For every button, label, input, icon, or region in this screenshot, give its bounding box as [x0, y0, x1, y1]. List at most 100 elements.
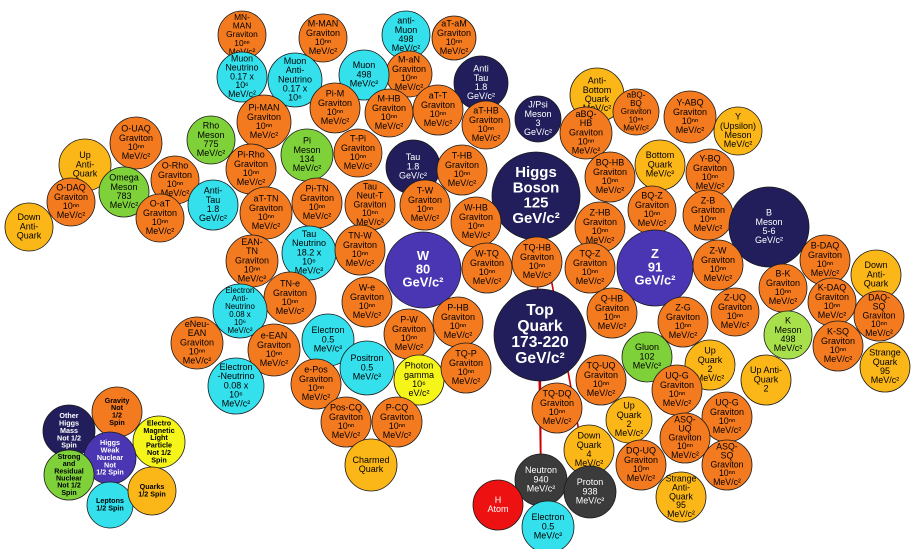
node-omega-meson[interactable]: OmegaMeson783MeV/c²	[98, 166, 150, 218]
node-tq-uq[interactable]: TQ-UQGraviton10ⁿⁿMeV/c²	[575, 354, 627, 406]
node-rho-meson[interactable]: RhoMeson775MeV/c²	[186, 115, 236, 165]
node-jpsi-meson[interactable]: J/PsiMeson3GeV/c²	[514, 95, 562, 143]
node-daq-sq[interactable]: DAQ-SQGraviton10ⁿⁿMeV/c²	[853, 290, 905, 342]
node-tn-w[interactable]: TN-WGraviton10ⁿⁿMeV/c²	[334, 224, 386, 276]
node-w-e[interactable]: W-eGraviton10ⁿⁿMeV/c²	[341, 276, 393, 328]
node-pi-rho[interactable]: Pi-RhoGraviton10ⁿⁿMeV/c²	[225, 143, 277, 195]
legend-leg-other-higgs[interactable]: OtherHiggsMassNot 1/2Spin	[42, 404, 96, 458]
node-muon-neutrino[interactable]: MuonNeutrino0.17 x10⁶MeV/c²	[216, 51, 268, 103]
node-abq-hb[interactable]: aBQ-HBGraviton10ⁿⁿMeV/c²	[559, 106, 613, 160]
node-eneu-ean[interactable]: eNeu-EANGraviton10ⁿⁿMeV/c²	[170, 316, 224, 370]
node-e-ean[interactable]: e-EANGraviton10ⁿⁿMeV/c²	[247, 323, 301, 377]
legend-leg-higgs-weak[interactable]: HiggsWeakNuclearNot1/2 Spin	[83, 431, 137, 485]
node-w-boson[interactable]: W80GeV/c²	[384, 231, 462, 309]
node-at-t[interactable]: aT-TGraviton10ⁿⁿMeV/c²	[412, 84, 464, 136]
node-muon-anti-neutrino[interactable]: MuonAnti-Neutrino0.17 x10⁶	[267, 52, 323, 108]
node-pi-man[interactable]: Pi-MANGraviton10ⁿⁿMeV/c²	[236, 94, 292, 150]
node-e-pos[interactable]: e-PosGraviton10ⁿⁿMeV/c²	[290, 358, 342, 410]
node-tq-z[interactable]: TQ-ZGraviton10ⁿⁿMeV/c²	[564, 242, 616, 294]
node-bq-hb[interactable]: BQ-HBGraviton10ⁿⁿMeV/c²	[584, 151, 636, 203]
node-tau-neutrino[interactable]: TauNeutrino18.2 x10⁶MeV/c²	[281, 225, 337, 281]
node-z-b[interactable]: Z-BGraviton10ⁿⁿMeV/c²	[682, 189, 734, 241]
node-electron-mid[interactable]: Electron0.5MeV/c²	[301, 313, 355, 367]
node-abq-bq[interactable]: aBQ-BQGraviton10ⁿⁿMeV/c²	[612, 88, 660, 136]
node-t-pi[interactable]: T-PiGraviton10ⁿⁿMeV/c²	[333, 128, 383, 178]
node-electron-neutrino[interactable]: Electron-Neutrino0.08 x10⁶MeV/c²	[207, 357, 265, 415]
node-q-hb[interactable]: Q-HBGraviton10ⁿⁿMeV/c²	[586, 287, 638, 339]
node-down-anti-quark-right[interactable]: DownAnti-Quark	[850, 249, 902, 301]
legend-leg-strong[interactable]: StrongandResidualNuclearNot 1/2Spin	[43, 449, 95, 501]
node-k-sq[interactable]: K-SQGraviton10ⁿⁿMeV/c²	[812, 320, 864, 372]
node-tq-dq[interactable]: TQ-DQGraviton10ⁿⁿMeV/c²	[531, 382, 583, 434]
node-z-g[interactable]: Z-GGraviton10ⁿⁿMeV/c²	[657, 296, 709, 348]
legend-leg-gravity[interactable]: GravityNot1/2Spin	[91, 386, 143, 438]
node-uq-g[interactable]: UQ-GGraviton10ⁿⁿMeV/c²	[651, 364, 703, 416]
node-strange-quark[interactable]: StrangeQuark95MeV/c²	[859, 341, 911, 393]
node-to-hb[interactable]: TQ-HBGraviton10ⁿⁿMeV/c²	[511, 236, 563, 288]
node-o-uaq[interactable]: O-UAQGraviton10ⁿⁿMeV/c²	[109, 116, 163, 170]
node-o-daq[interactable]: O-DAQGraviton10ⁿⁿMeV/c²	[46, 177, 96, 227]
node-p-cq[interactable]: P-CQGraviton10ⁿⁿMeV/c²	[371, 396, 423, 448]
node-b-meson[interactable]: BMeson5-6GeV/c²	[728, 186, 810, 268]
node-pi-meson[interactable]: PiMeson134MeV/c²	[280, 128, 334, 182]
node-down-quark[interactable]: DownQuark4MeV/c²	[563, 424, 615, 476]
node-tq-p[interactable]: TQ-PGraviton10ⁿⁿMeV/c²	[440, 342, 492, 394]
node-o-rho[interactable]: O-RhoGraviton10ⁿⁿMeV/c²	[150, 155, 200, 205]
node-photon[interactable]: Photongamma10⁶eV/c²	[393, 354, 445, 406]
node-m-an[interactable]: M-aNGraviton10ⁿⁿMeV/c²	[385, 50, 433, 98]
node-pi-tn[interactable]: Pi-TNGraviton10ⁿⁿMeV/c²	[291, 177, 343, 229]
node-bottom-quark[interactable]: BottomQuarkMeV/c²	[634, 139, 686, 191]
node-gluon[interactable]: Gluon102MeV/c²	[621, 331, 673, 383]
node-muon[interactable]: Muon498MeV/c²	[338, 49, 390, 101]
node-asq-sq[interactable]: ASQ-SQGraviton10ⁿⁿMeV/c²	[701, 439, 753, 491]
legend-leg-em-light[interactable]: ElectroMagneticLightParticleNot 1/2Spin	[132, 415, 186, 469]
node-mn-man[interactable]: MN-MANGraviton10ⁿⁿMeV/c²	[217, 10, 267, 60]
node-w-tq[interactable]: W-TQGraviton10ⁿⁿMeV/c²	[461, 242, 513, 294]
node-at-am[interactable]: aT-aMGraviton10ⁿⁿMeV/c²	[431, 15, 477, 61]
node-positron[interactable]: Positron0.5MeV/c²	[339, 340, 395, 396]
node-proton[interactable]: Proton938MeV/c²	[563, 465, 617, 519]
node-k-daq[interactable]: K-DAQGraviton10ⁿⁿMeV/c²	[807, 277, 857, 327]
node-y-abq[interactable]: Y-ABQGraviton10ⁿⁿMeV/c²	[663, 90, 717, 144]
node-m-hb[interactable]: M-HBGraviton10ⁿⁿMeV/c²	[364, 88, 414, 138]
node-p-hb[interactable]: P-HBGraviton10ⁿⁿMeV/c²	[432, 296, 484, 348]
node-z-boson[interactable]: Z91GeV/c²	[616, 229, 694, 307]
node-down-anti-quark-left[interactable]: DownAnti-Quark	[4, 202, 54, 252]
node-m-man[interactable]: M-MANGraviton10ⁿⁿMeV/c²	[298, 13, 348, 63]
node-ean-tn[interactable]: EAN-TNGraviton10ⁿⁿMeV/c²	[225, 234, 279, 288]
legend-leg-leptons[interactable]: Leptons1/2 Spin	[86, 481, 134, 529]
node-tn-e[interactable]: TN-eGraviton10ⁿⁿMeV/c²	[263, 271, 317, 325]
node-z-uq[interactable]: Z-UQGraviton10ⁿⁿMeV/c²	[710, 287, 760, 337]
node-pi-m[interactable]: Pi-MGraviton10ⁿⁿMeV/c²	[309, 82, 361, 134]
node-electron-anti-neutrino[interactable]: ElectronAnti-Neutrino0.08 x10⁶MeV/c²	[212, 283, 268, 339]
node-z-w[interactable]: Z-WGraviton10ⁿⁿMeV/c²	[692, 239, 744, 291]
node-b-k[interactable]: B-KGraviton10ⁿⁿMeV/c²	[758, 263, 808, 313]
node-strange-anti-quark[interactable]: StrangeAnti-Quark95MeV/c²	[655, 471, 707, 523]
node-tau-neutrino-t[interactable]: TauNeut-TGraviton10ⁿⁿMeV/c²	[344, 179, 396, 231]
node-h-atom[interactable]: HAtom	[472, 479, 524, 531]
node-w-hb[interactable]: W-HBGraviton10ⁿⁿMeV/c²	[450, 196, 502, 248]
node-b-daq[interactable]: B-DAQGraviton10ⁿⁿMeV/c²	[799, 234, 851, 286]
node-higgs-boson[interactable]: HiggsBoson125GeV/c²	[491, 151, 581, 241]
node-at-tn[interactable]: aT-TNGraviton10ⁿⁿMeV/c²	[239, 186, 293, 240]
node-t-hb[interactable]: T-HBGraviton10ⁿⁿMeV/c²	[436, 144, 488, 196]
node-y-bq[interactable]: Y-BQGraviton10ⁿⁿMeV/c²	[685, 148, 735, 198]
node-z-hb[interactable]: Z-HBGraviton10ⁿⁿMeV/c²	[574, 201, 626, 253]
node-uq-g-2[interactable]: UQ-GGraviton10ⁿⁿMeV/c²	[701, 391, 753, 443]
node-neutron[interactable]: Neutron940MeV/c²	[514, 453, 568, 507]
node-charmed-quark[interactable]: CharmedQuark	[344, 438, 398, 492]
node-top-quark[interactable]: TopQuark173-220GeV/c²	[493, 288, 587, 382]
node-at-hb[interactable]: aT-HBGraviton10ⁿⁿMeV/c²	[461, 100, 511, 150]
node-up-quark-mid[interactable]: UpQuark2MeV/c²	[605, 396, 653, 444]
node-t-w[interactable]: T-WGraviton10ⁿⁿMeV/c²	[399, 179, 451, 231]
node-p-w[interactable]: P-WGraviton10ⁿⁿMeV/c²	[383, 308, 435, 360]
node-asq-uq[interactable]: ASQ-UQGraviton10ⁿⁿMeV/c²	[659, 412, 711, 464]
node-dq-uq[interactable]: DQ-UQGraviton10ⁿⁿMeV/c²	[615, 439, 667, 491]
node-o-at[interactable]: O-aTGraviton10ⁿⁿMeV/c²	[135, 193, 185, 243]
node-k-meson[interactable]: KMeson498MeV/c²	[763, 310, 813, 360]
node-up-anti-quark-right[interactable]: Up Anti-Quark2	[740, 354, 792, 406]
node-anti-tau[interactable]: AntiTau1.8GeV/c²	[453, 55, 509, 111]
legend-leg-quarks[interactable]: Quarks1/2 Spin	[127, 466, 177, 516]
node-electron-bottom[interactable]: Electron0.5MeV/c²	[521, 500, 575, 549]
node-upsilon-meson[interactable]: Y(Upsilon)MesonMeV/c²	[713, 106, 763, 156]
